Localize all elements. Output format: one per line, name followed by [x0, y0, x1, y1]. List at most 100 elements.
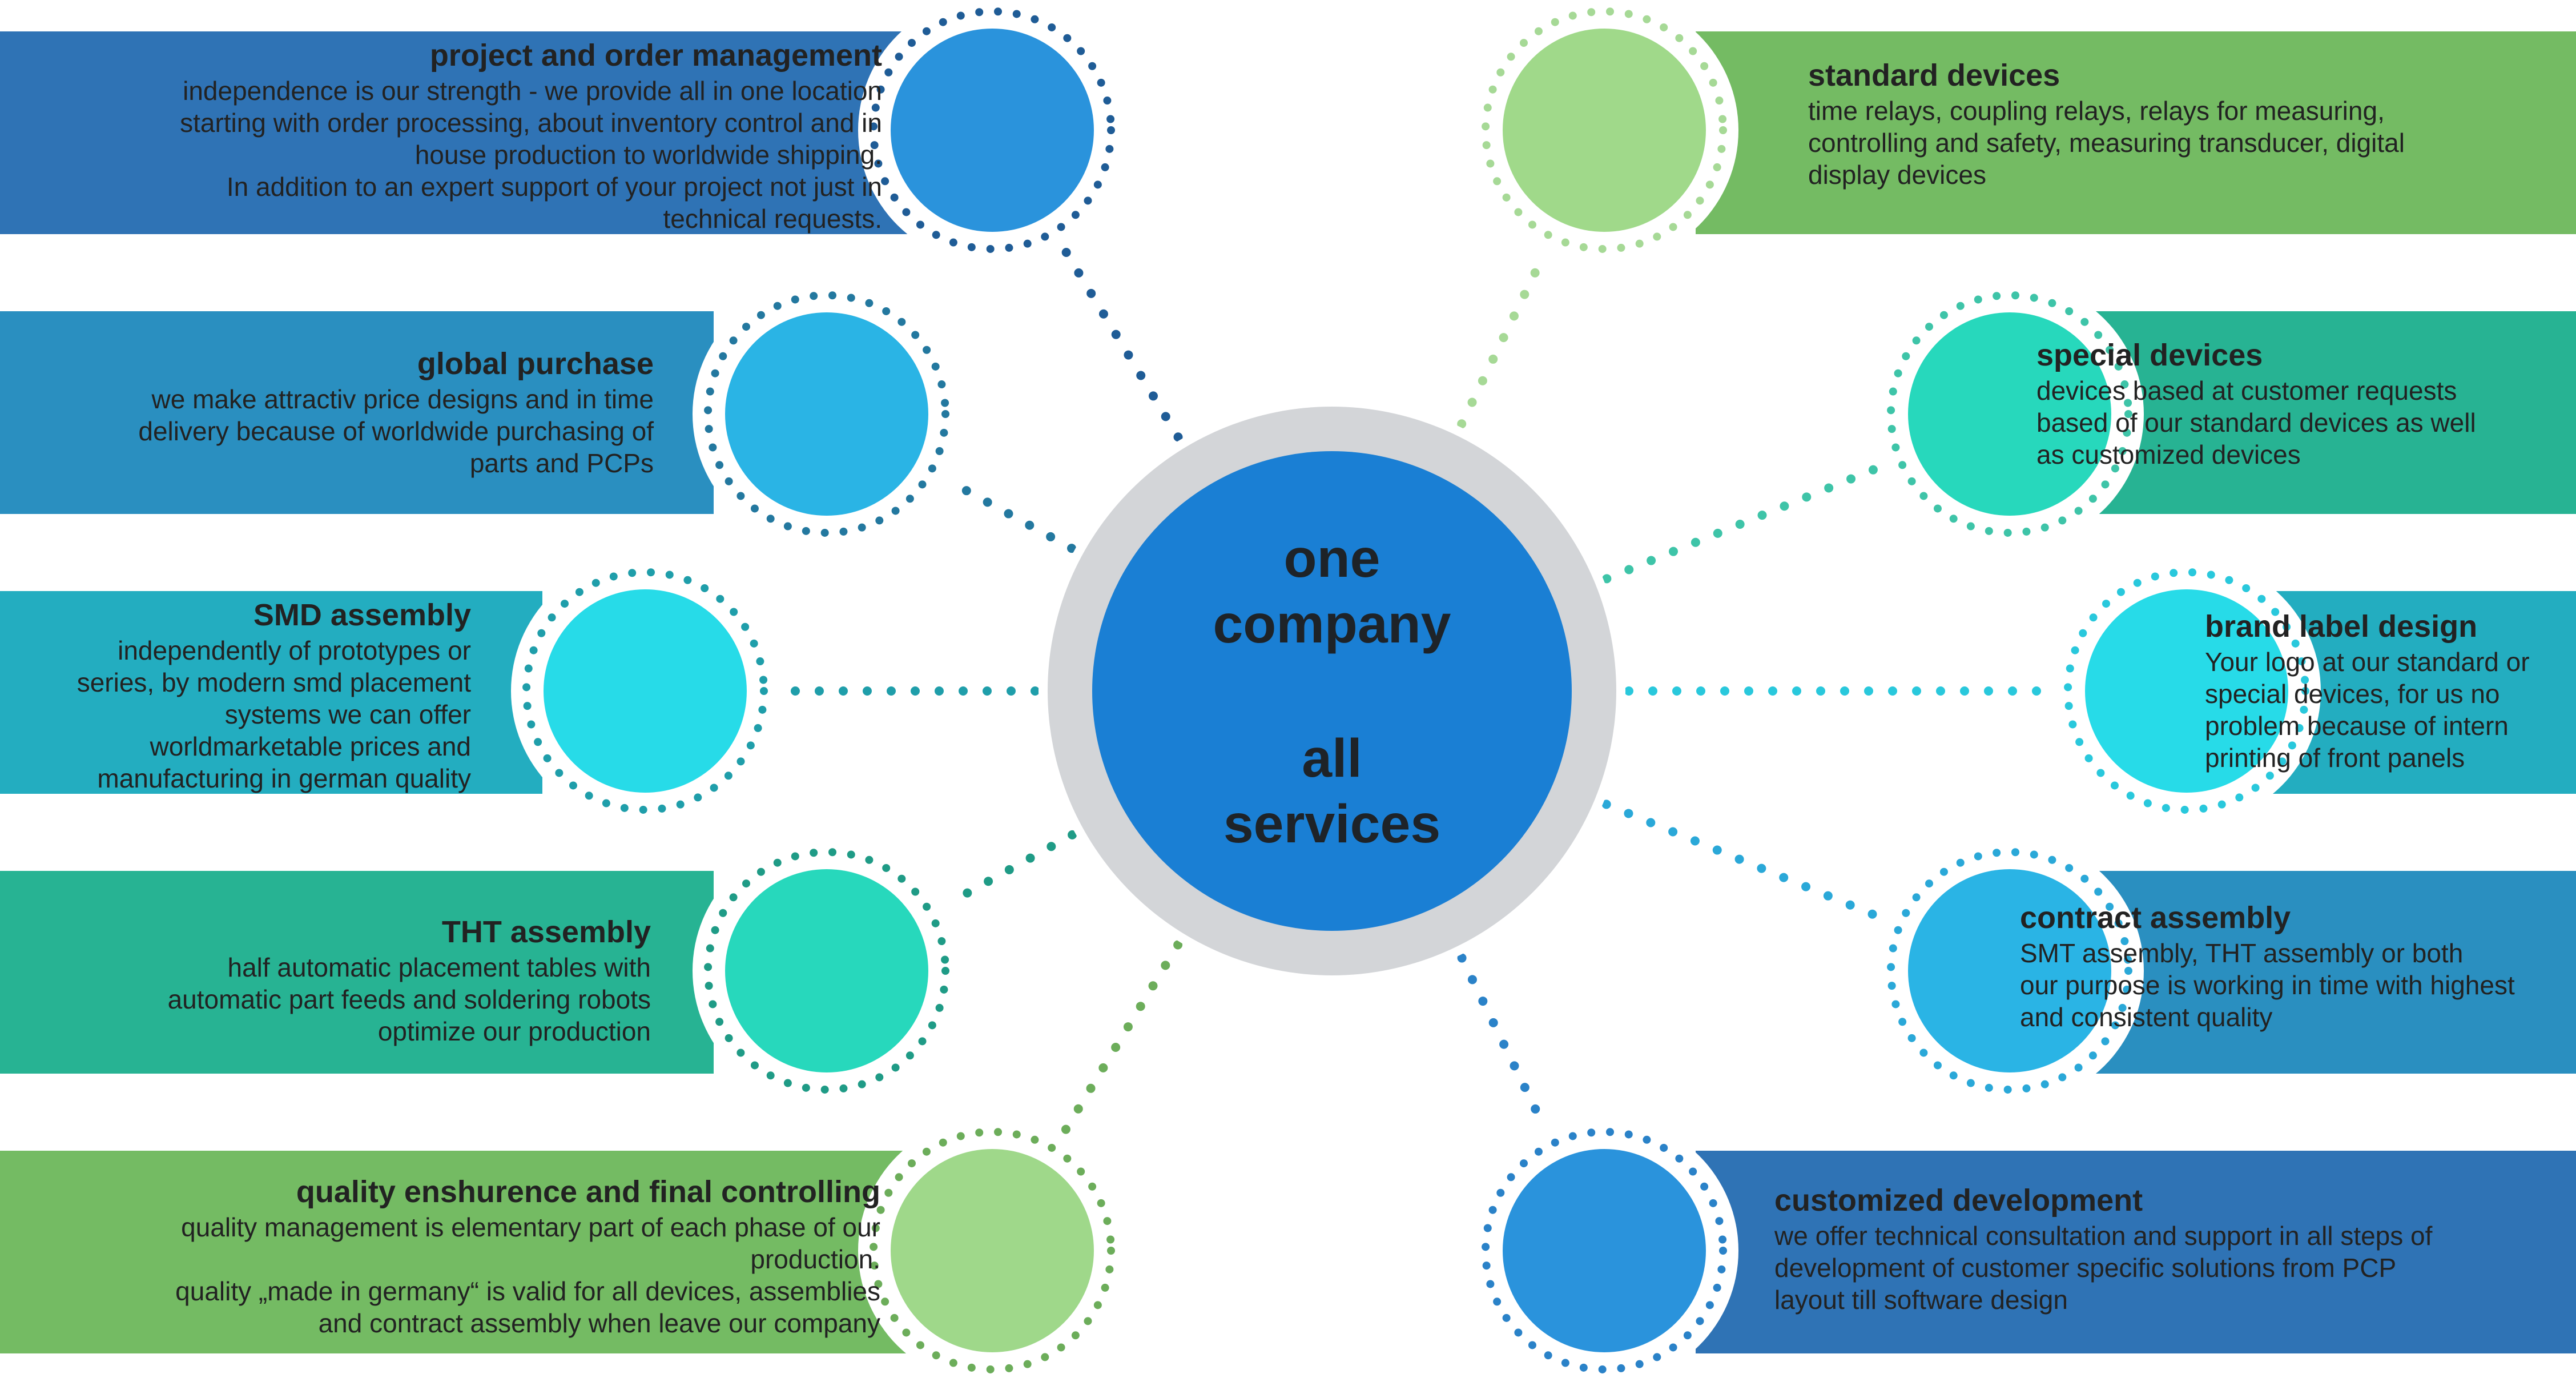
banner-project-and-order-management — [0, 31, 942, 234]
banner-smd-assembly — [0, 591, 542, 794]
body-line: printing of front panels — [2205, 743, 2465, 773]
node-circle — [1503, 1149, 1706, 1352]
node-dotted-ring — [2064, 568, 2309, 814]
node-circle — [891, 1149, 1094, 1352]
title-brand-label-design: brand label design — [2205, 609, 2477, 644]
body-line: quality „made in germany“ is valid for a… — [175, 1276, 880, 1306]
body-line: independence is our strength - we provid… — [183, 76, 882, 106]
body-line: automatic part feeds and soldering robot… — [168, 985, 651, 1014]
node-circle — [1908, 312, 2111, 516]
node-dotted-ring — [1482, 7, 1727, 253]
body-line: we make attractiv price designs and in t… — [151, 384, 654, 414]
connector-standard-devices — [1457, 251, 1548, 429]
body-line: optimize our production — [378, 1017, 651, 1046]
title-standard-devices: standard devices — [1808, 58, 2060, 93]
body-line: Your logo at our standard or — [2205, 647, 2530, 677]
hub-text-line: one — [1284, 528, 1380, 589]
body-line: delivery because of worldwide purchasing… — [138, 416, 654, 446]
body-line: our purpose is working in time with high… — [2020, 970, 2515, 1000]
body-line: technical requests. — [663, 204, 882, 234]
hub-circle — [1092, 451, 1572, 931]
body-line: problem because of intern — [2205, 711, 2509, 741]
body-line: based of our standard devices as well — [2036, 408, 2476, 437]
body-line: time relays, coupling relays, relays for… — [1808, 96, 2385, 126]
body-line: independently of prototypes or — [118, 636, 471, 665]
title-smd-assembly: SMD assembly — [253, 598, 471, 632]
title-special-devices: special devices — [2036, 338, 2263, 372]
node-brand-label-design — [2052, 557, 2321, 825]
node-special-devices — [1875, 280, 2144, 548]
hub-text-line: services — [1223, 794, 1440, 854]
title-quality-enshurence: quality enshurence and final controlling — [296, 1175, 880, 1209]
connector-quality-enshurence — [1060, 940, 1183, 1136]
banner-global-purchase — [0, 311, 714, 514]
node-tht-assembly — [693, 837, 961, 1105]
node-dotted-ring — [522, 568, 768, 814]
connector-customized-development — [1457, 953, 1548, 1130]
node-circle — [544, 589, 747, 793]
connector-project-and-order-management — [1060, 245, 1183, 442]
connector-tht-assembly — [944, 830, 1077, 908]
body-line: and consistent quality — [2020, 1002, 2272, 1032]
node-dotted-ring — [870, 1128, 1115, 1373]
banner-texts: project and order managementindependence… — [77, 38, 2530, 1338]
node-dotted-ring — [1887, 848, 2132, 1094]
hub-text-line: company — [1213, 594, 1451, 654]
body-line: devices based at customer requests — [2036, 376, 2457, 405]
node-circle — [2085, 589, 2288, 793]
body-line: house production to worldwide shipping. — [415, 140, 882, 170]
node-quality-enshurence — [858, 1116, 1126, 1385]
node-circle — [1503, 29, 1706, 232]
title-global-purchase: global purchase — [417, 347, 654, 381]
body-line: In addition to an expert support of your… — [227, 172, 882, 202]
body-line: and contract assembly when leave our com… — [319, 1308, 880, 1338]
body-line: display devices — [1808, 160, 1986, 190]
banner-quality-enshurence — [0, 1151, 942, 1353]
node-smd-assembly — [511, 557, 779, 825]
banner-tht-assembly — [0, 871, 714, 1074]
body-line: half automatic placement tables with — [227, 953, 651, 982]
node-dotted-ring — [704, 848, 949, 1094]
body-line: starting with order processing, about in… — [180, 108, 882, 138]
node-contract-assembly — [1875, 837, 2144, 1105]
node-dotted-ring — [1887, 291, 2132, 537]
node-circle — [725, 869, 928, 1072]
node-dotted-ring — [1482, 1128, 1727, 1373]
body-line: controlling and safety, measuring transd… — [1808, 128, 2405, 158]
title-tht-assembly: THT assembly — [442, 915, 651, 949]
title-contract-assembly: contract assembly — [2020, 901, 2291, 935]
title-customized-development: customized development — [1774, 1183, 2143, 1218]
body-line: special devices, for us no — [2205, 679, 2500, 709]
node-global-purchase — [693, 280, 961, 548]
connector-contract-assembly — [1601, 800, 1885, 922]
body-line: systems we can offer — [225, 700, 471, 729]
title-project-and-order-management: project and order management — [430, 38, 882, 73]
connectors — [780, 245, 2051, 1136]
node-dotted-ring — [870, 7, 1115, 253]
banner-standard-devices — [1696, 31, 2576, 234]
node-project-and-order-management — [858, 0, 1126, 264]
connector-special-devices — [1602, 462, 1885, 584]
node-customized-development — [1470, 1116, 1738, 1385]
body-line: worldmarketable prices and — [150, 732, 472, 761]
connector-global-purchase — [944, 476, 1076, 553]
node-dotted-ring — [704, 291, 949, 537]
body-line: SMT assembly, THT assembly or both — [2020, 938, 2463, 968]
node-circle — [725, 312, 928, 516]
body-line: production. — [750, 1244, 880, 1274]
body-line: as customized devices — [2036, 440, 2301, 469]
body-line: manufacturing in german quality — [97, 764, 471, 793]
node-standard-devices — [1470, 0, 1738, 264]
nodes — [511, 0, 2321, 1385]
body-line: layout till software design — [1774, 1285, 2068, 1315]
banner-customized-development — [1696, 1151, 2576, 1353]
hub-text-line: all — [1302, 728, 1362, 789]
body-line: series, by modern smd placement — [77, 668, 472, 697]
body-line: quality management is elementary part of… — [181, 1212, 880, 1242]
body-line: we offer technical consultation and supp… — [1774, 1221, 2433, 1251]
node-circle — [891, 29, 1094, 232]
node-circle — [1908, 869, 2111, 1072]
body-line: parts and PCPs — [470, 448, 654, 478]
